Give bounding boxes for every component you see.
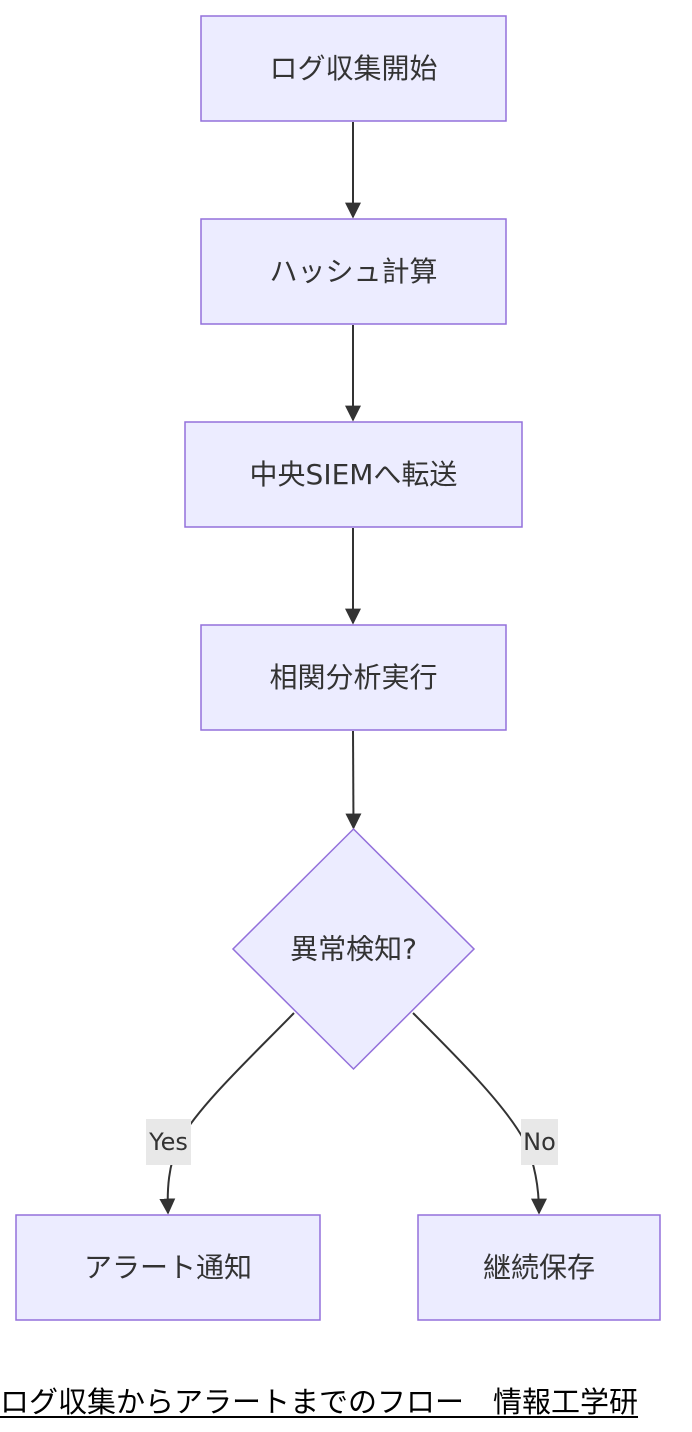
node-alert-notification-label: アラート通知 — [84, 1251, 252, 1284]
edge-analyze-to-decision — [345, 730, 362, 830]
flowchart: Yes No ログ収集開始 ハッシュ計算 中央SIEMへ転送 相関分析実行 異常… — [15, 15, 661, 1321]
figure-caption: ログ収集からアラートまでのフロー 情報工学研 — [0, 1385, 639, 1419]
edge-label-no-text: No — [523, 1128, 556, 1156]
node-anomaly-decision: 異常検知? — [231, 827, 476, 1071]
node-log-collection-start-label: ログ収集開始 — [269, 52, 437, 85]
edge-label-yes: Yes — [146, 1119, 191, 1165]
node-continuous-storage: 継続保存 — [417, 1214, 661, 1321]
node-alert-notification: アラート通知 — [15, 1214, 321, 1321]
node-hash-calculation: ハッシュ計算 — [200, 218, 507, 325]
node-hash-calculation-label: ハッシュ計算 — [269, 255, 437, 288]
node-forward-to-siem-label: 中央SIEMへ転送 — [250, 458, 458, 491]
node-anomaly-decision-label: 異常検知? — [290, 933, 417, 966]
node-correlation-analysis: 相関分析実行 — [200, 624, 507, 731]
node-continuous-storage-label: 継続保存 — [483, 1251, 595, 1284]
node-correlation-analysis-label: 相関分析実行 — [269, 661, 437, 694]
edge-decision-to-store — [412, 1012, 547, 1215]
edge-label-no: No — [521, 1119, 558, 1165]
edge-decision-to-alert — [159, 1012, 295, 1215]
node-log-collection-start: ログ収集開始 — [200, 15, 507, 122]
node-forward-to-siem: 中央SIEMへ転送 — [184, 421, 523, 528]
edge-label-yes-text: Yes — [148, 1128, 188, 1156]
